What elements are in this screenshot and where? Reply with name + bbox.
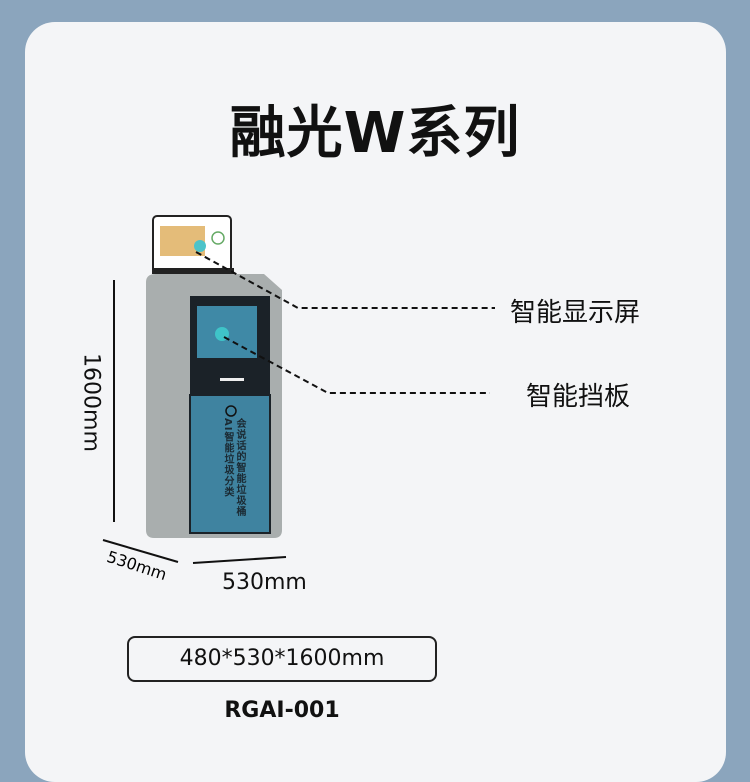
model-number: RGAI-001	[224, 698, 340, 723]
product-illustration	[102, 215, 495, 564]
callout-baffle: 智能挡板	[526, 382, 631, 412]
page-title: 融光W系列	[229, 101, 521, 166]
product-card	[25, 22, 726, 782]
bin-slogan-ai: AI智能垃圾分类	[222, 418, 233, 498]
width-dimension: 530mm	[222, 570, 307, 595]
callout-display: 智能显示屏	[510, 298, 641, 328]
height-dimension: 1600mm	[78, 353, 104, 452]
bin-slogan: 会说话的智能垃圾桶	[234, 418, 245, 517]
bin-door	[189, 394, 271, 534]
spec-box: 480*530*1600mm	[127, 636, 437, 682]
